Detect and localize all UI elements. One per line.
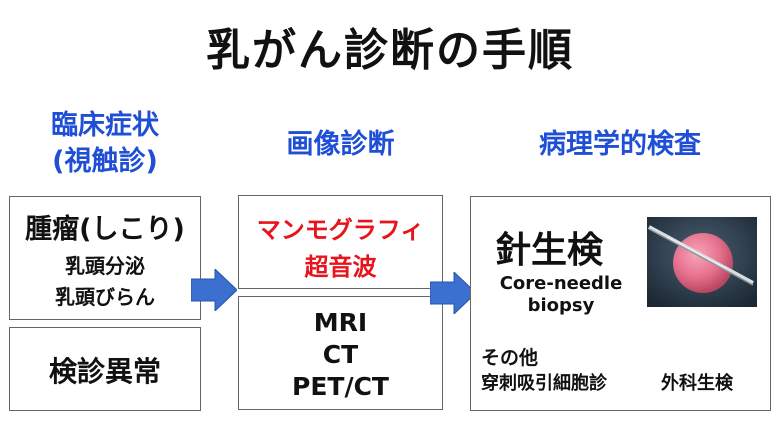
arrow-right-icon	[191, 269, 237, 311]
page-title: 乳がん診断の手順	[206, 25, 574, 76]
pathology-heading: 病理学的検査	[539, 129, 701, 160]
biopsy-line: biopsy	[527, 295, 595, 316]
ultrasound-label: 超音波	[304, 253, 377, 281]
surgical-biopsy-label: 外科生検	[661, 373, 733, 394]
nipple-discharge-label: 乳頭分泌	[65, 254, 145, 278]
clinical-heading-line2: (視触診)	[52, 146, 158, 177]
nipple-erosion-label: 乳頭びらん	[55, 285, 155, 309]
ct-label: CT	[322, 340, 359, 369]
clinical-heading-line1: 臨床症状	[51, 110, 159, 141]
clinical-box-screening: 検診異常	[9, 327, 201, 411]
needle-biopsy-label: 針生検	[495, 230, 604, 271]
mammography-label: マンモグラフィ	[256, 216, 425, 244]
imaging-box-ct: MRI CT PET/CT	[238, 296, 443, 410]
core-needle-line: Core-needle	[499, 273, 623, 294]
screening-abnormal-label: 検診異常	[48, 355, 161, 388]
mass-label: 腫瘤(しこり)	[25, 214, 185, 245]
clinical-box-mass: 腫瘤(しこり) 乳頭分泌 乳頭びらん	[9, 196, 201, 320]
pathology-box: 針生検 Core-needle biopsy その他 穿刺吸引細胞診 外科生検	[470, 196, 771, 411]
clinical-heading: 臨床症状 (視触診)	[10, 108, 200, 180]
mri-label: MRI	[313, 308, 368, 337]
other-label: その他	[481, 347, 539, 369]
needle-biopsy-image	[647, 217, 757, 307]
arrow-right-icon	[430, 272, 476, 314]
imaging-box-mammo: マンモグラフィ 超音波	[238, 195, 443, 289]
imaging-heading: 画像診断	[286, 129, 395, 160]
pet-ct-label: PET/CT	[292, 372, 389, 401]
core-needle-biopsy-label: Core-needle biopsy	[471, 273, 651, 317]
fine-needle-aspiration-label: 穿刺吸引細胞診	[481, 373, 607, 394]
